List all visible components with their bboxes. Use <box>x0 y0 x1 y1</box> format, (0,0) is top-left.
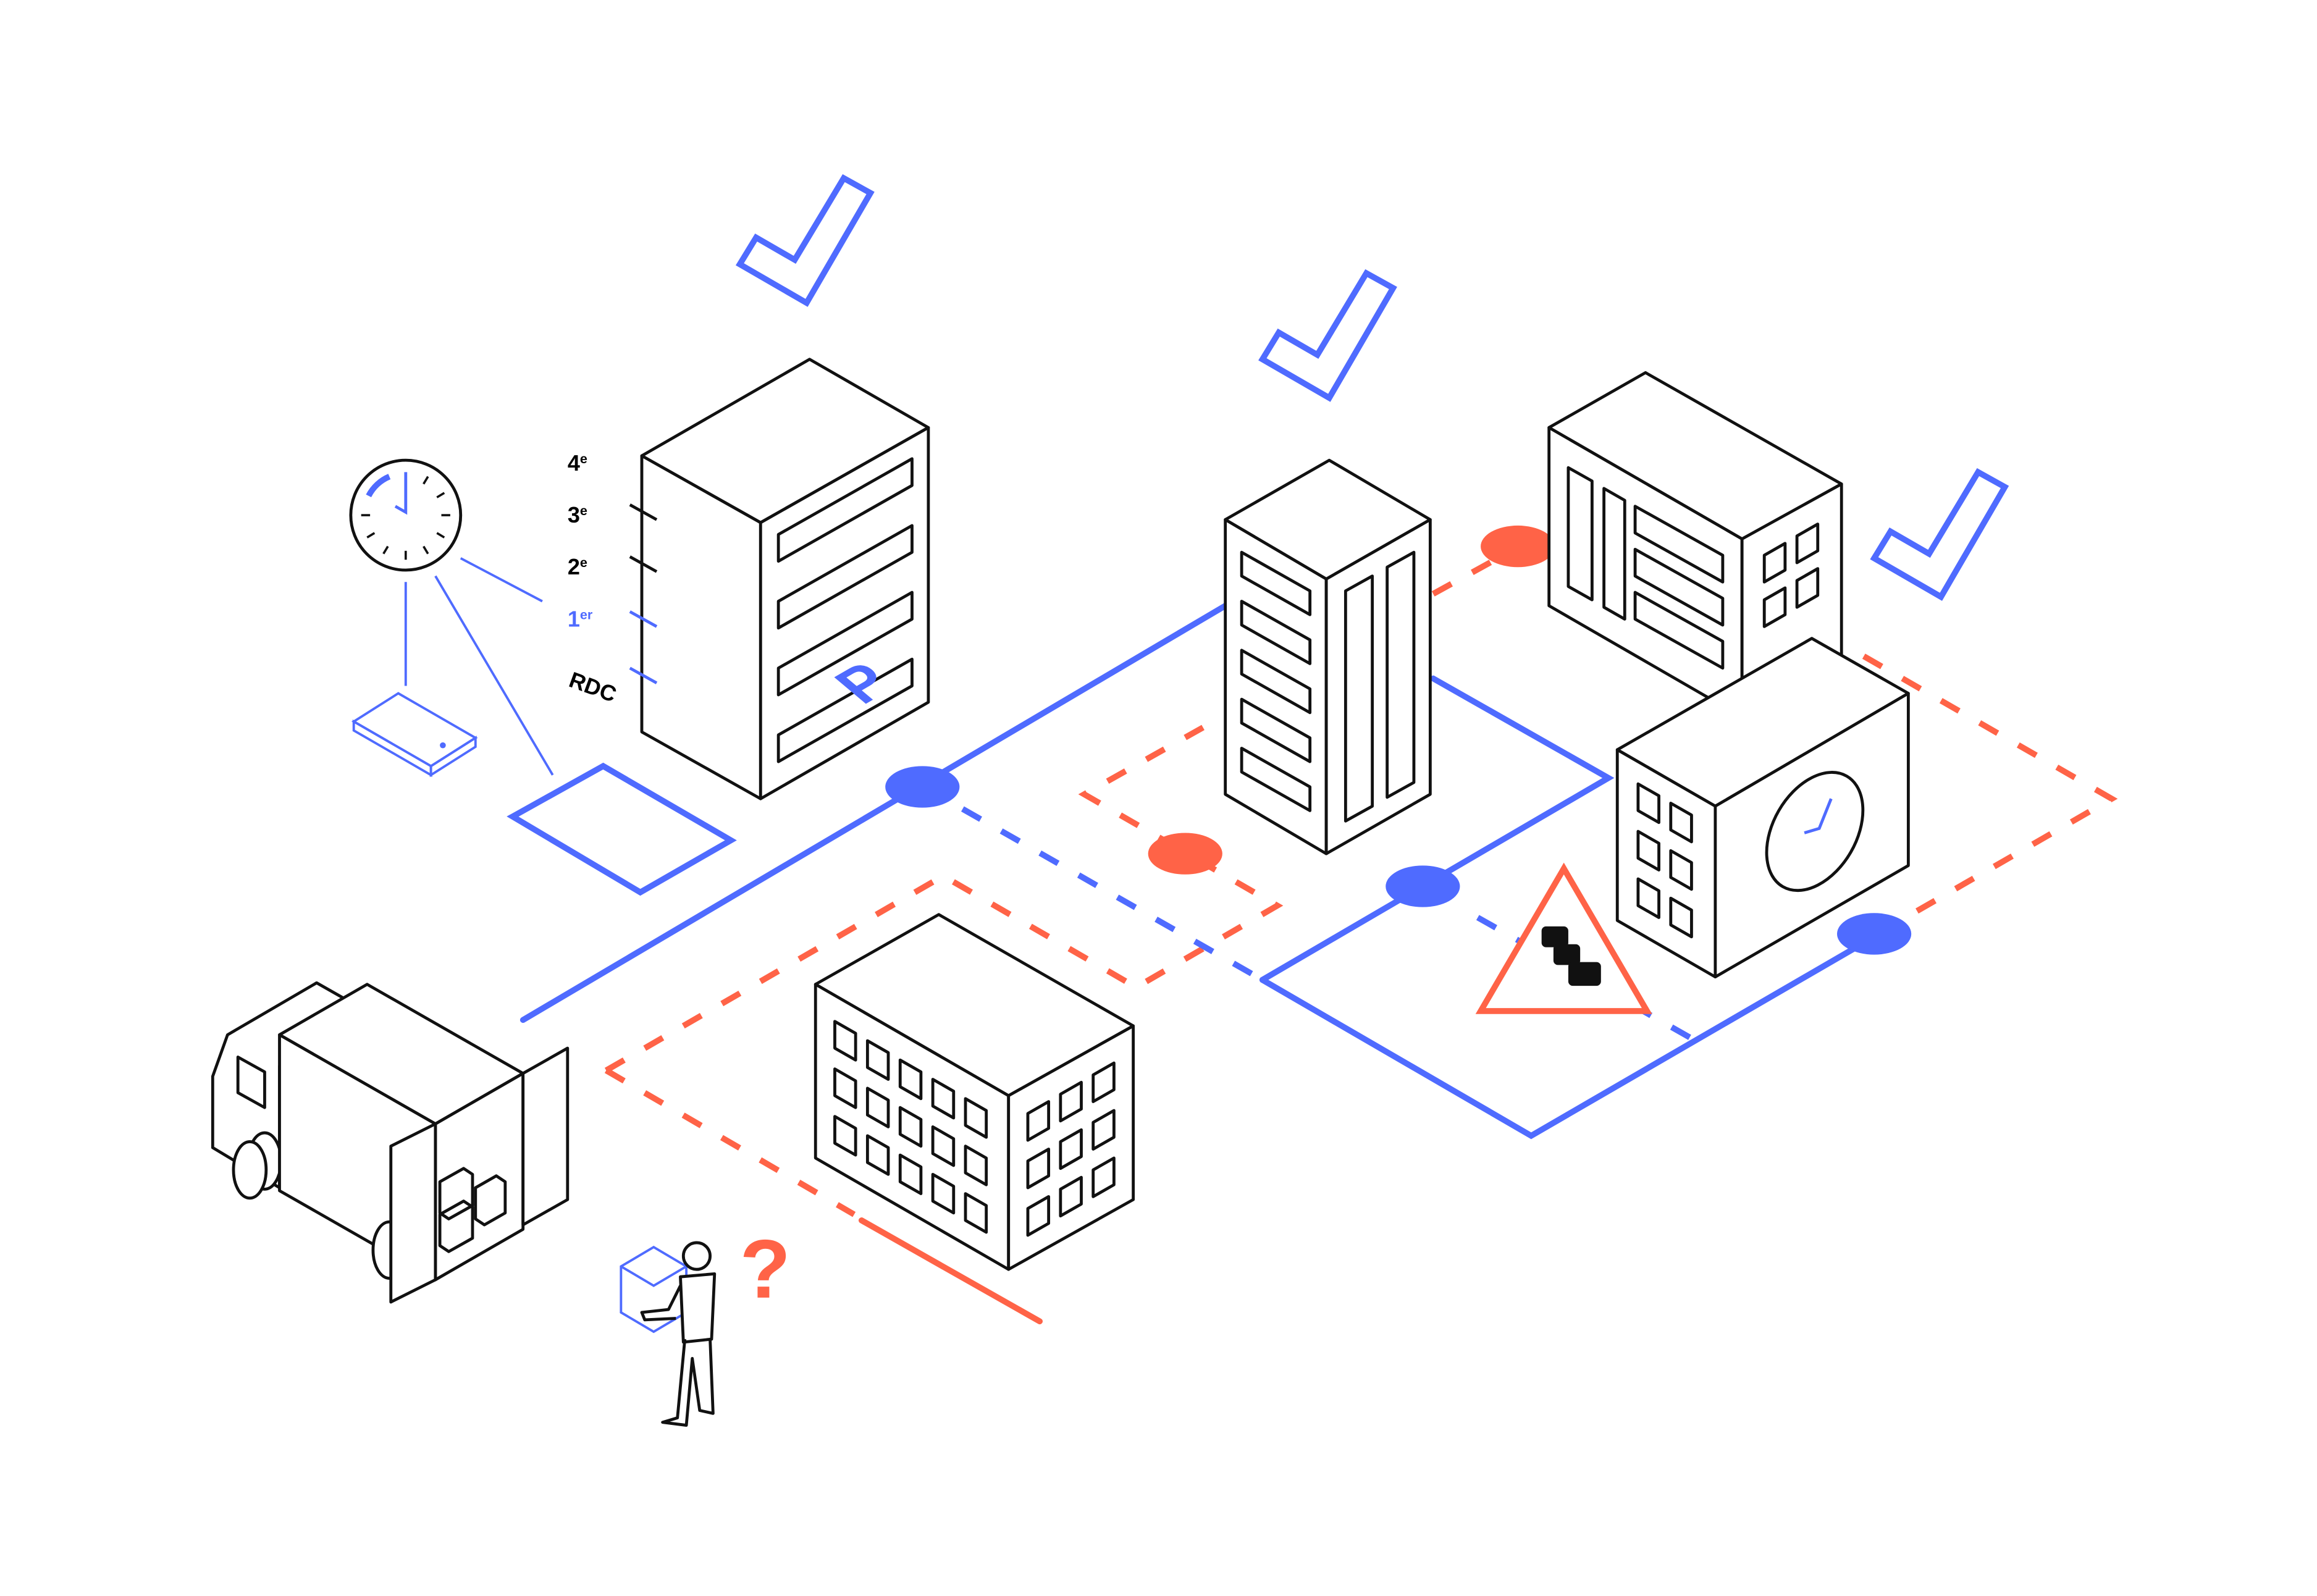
orange-dashed-route <box>604 558 2118 1217</box>
svg-text:1er: 1er <box>568 606 593 631</box>
svg-text:4e: 4e <box>568 450 587 476</box>
building-icon <box>1224 458 1432 855</box>
svg-text:2e: 2e <box>568 554 587 579</box>
traffic-warning-icon <box>1475 862 1652 1014</box>
svg-text:3e: 3e <box>568 502 587 527</box>
check-icon <box>735 174 875 307</box>
route-node <box>885 766 960 808</box>
building-icon <box>640 358 930 800</box>
building-icon <box>814 913 1135 1271</box>
route-node-alert <box>1148 833 1222 875</box>
floor-scale: 4e 3e 2e 1er RDC <box>566 450 658 707</box>
question-mark: ? <box>740 1222 791 1316</box>
route-node-alert <box>1481 525 1555 568</box>
orange-blocked-route <box>858 1217 1043 1325</box>
floor-label: 3 <box>568 502 580 527</box>
floor-label: 2 <box>568 554 580 579</box>
check-icon <box>1258 269 1397 402</box>
courier-icon <box>620 1241 717 1427</box>
delivery-truck-icon <box>211 981 570 1304</box>
floor-label: 4 <box>568 450 580 476</box>
clock-icon <box>1765 771 1865 892</box>
floor-label-current: 1 <box>568 606 580 631</box>
floor-label: RDC <box>566 667 620 707</box>
phone-icon <box>351 692 478 778</box>
clock-icon <box>349 458 463 572</box>
check-icon <box>1870 468 2009 601</box>
blue-route <box>519 602 1860 1140</box>
route-node <box>1837 913 1912 955</box>
building-icon <box>1615 637 1910 979</box>
route-node <box>1386 865 1460 907</box>
